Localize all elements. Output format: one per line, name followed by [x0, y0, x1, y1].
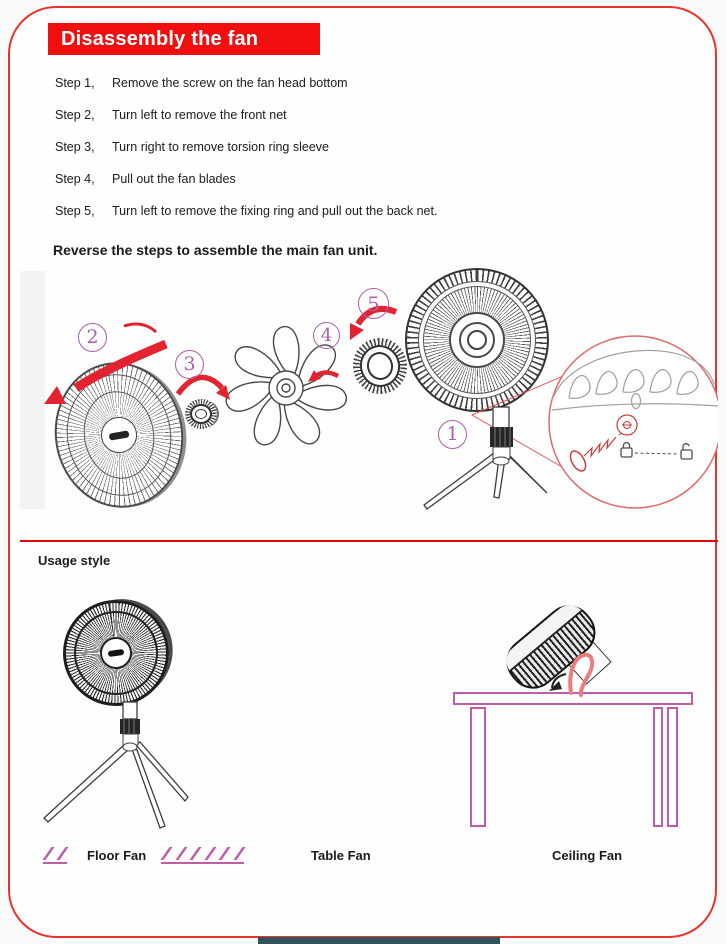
arrow-step2-head	[44, 386, 66, 404]
title-banner: Disassembly the fan	[48, 23, 320, 55]
ring-hole	[195, 409, 207, 419]
fan-hub-center	[467, 330, 487, 350]
main-fan-illustration	[405, 268, 549, 412]
step-text: Remove the screw on the fan head bottom	[112, 76, 348, 90]
floor-tripod-illustration	[43, 701, 189, 829]
step-row-2: Step 2, Turn left to remove the front ne…	[55, 108, 287, 122]
ground-hatch	[160, 845, 245, 864]
arrow-step2-small	[123, 322, 158, 334]
ceiling-fan-label: Ceiling Fan	[552, 848, 623, 863]
step-row-1: Step 1, Remove the screw on the fan head…	[55, 76, 348, 90]
fan-bottom-detail	[551, 349, 718, 411]
arrow-step3-head	[216, 385, 230, 400]
arrow-step2	[73, 339, 168, 392]
step-marker-3: 3	[175, 350, 204, 379]
step-label: Step 4,	[55, 172, 95, 186]
step-label: Step 3,	[55, 140, 95, 154]
step-marker-1: 1	[438, 420, 467, 449]
table-leg	[653, 707, 663, 827]
step-marker-2: 2	[78, 323, 107, 352]
stand-hinge	[492, 456, 510, 466]
arrow-step3	[175, 374, 225, 396]
step-text: Pull out the fan blades	[112, 172, 236, 186]
arrow-step4-head	[308, 370, 321, 382]
assembly-note: Reverse the steps to assemble the main f…	[53, 242, 378, 258]
section-divider	[20, 540, 718, 542]
fan-blades-illustration	[225, 326, 348, 446]
stand-collar	[490, 427, 513, 447]
diagram-overlay	[44, 306, 718, 510]
floor-fan-label: Floor Fan	[87, 848, 147, 863]
step-label: Step 5,	[55, 204, 95, 218]
fan-handle	[568, 652, 595, 697]
lock-link-line	[634, 452, 679, 455]
pivot-arrow-head	[549, 681, 562, 691]
step-row-5: Step 5, Turn left to remove the fixing r…	[55, 204, 437, 218]
step-label: Step 1,	[55, 76, 95, 90]
step-marker-4: 4	[313, 322, 340, 349]
scan-artifact-strip	[20, 271, 45, 509]
step-text: Turn left to remove the front net	[112, 108, 287, 122]
stand-collar	[120, 719, 140, 734]
screw-icon	[569, 414, 638, 472]
exploded-diagram: 1 2 3 4 5	[20, 268, 718, 538]
pivot-arrow	[551, 673, 567, 689]
step-row-4: Step 4, Pull out the fan blades	[55, 172, 236, 186]
stand-hinge	[122, 742, 138, 752]
torsion-ring-illustration	[185, 399, 217, 429]
table-fan-label: Table Fan	[311, 848, 371, 863]
ground-hatch	[42, 845, 68, 864]
step-label: Step 2,	[55, 108, 95, 122]
step-marker-5: 5	[358, 288, 389, 319]
table-leg	[470, 707, 486, 827]
step-text: Turn right to remove torsion ring sleeve	[112, 140, 329, 154]
usage-heading: Usage style	[38, 553, 111, 568]
lock-closed-icon	[620, 441, 633, 458]
bottom-bar	[258, 937, 500, 944]
arrow-step4	[314, 370, 340, 379]
step-row-3: Step 3, Turn right to remove torsion rin…	[55, 140, 329, 154]
usage-section: Usage style Floor Fan Table Fan Ceiling …	[20, 542, 718, 882]
step-text: Turn left to remove the fixing ring and …	[112, 204, 438, 218]
usage-overlay	[43, 652, 595, 829]
lock-open-icon	[680, 442, 693, 460]
page-title: Disassembly the fan	[61, 27, 259, 50]
table-leg	[667, 707, 678, 827]
arrow-step5-head	[350, 323, 364, 340]
